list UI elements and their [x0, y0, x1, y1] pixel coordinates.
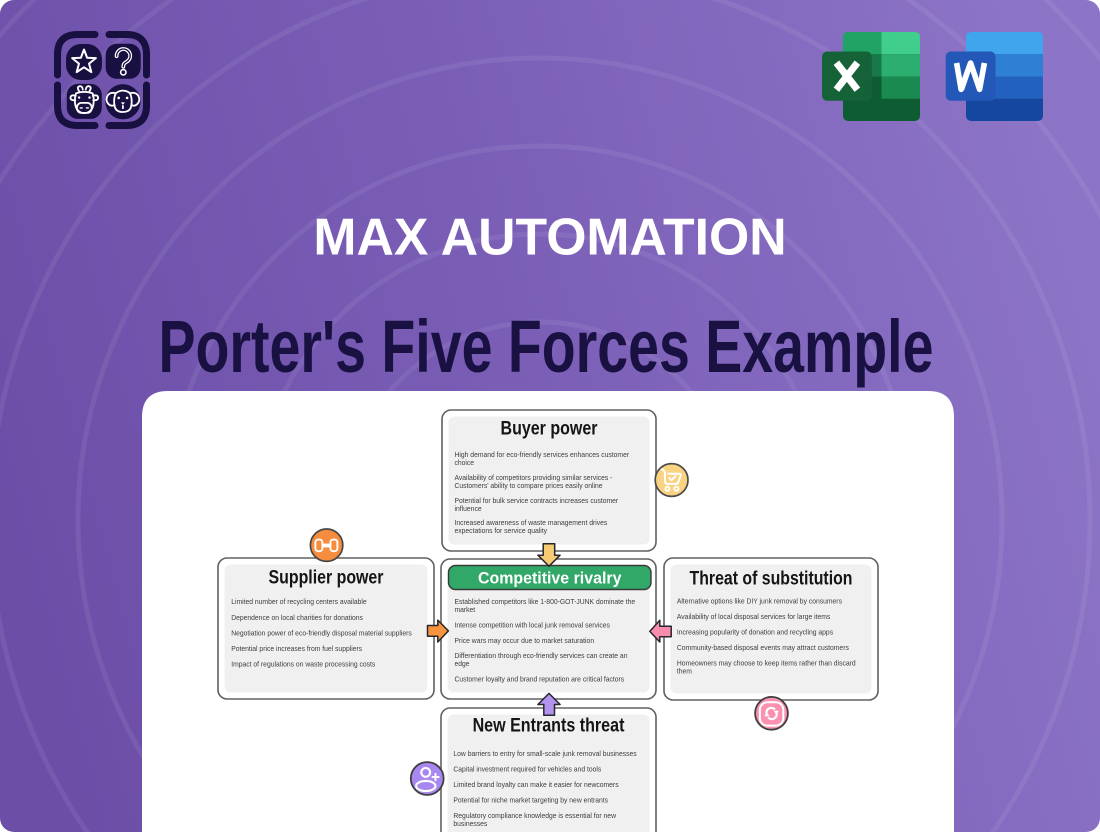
svg-text:MAX AUTOMATION: MAX AUTOMATION — [313, 207, 786, 265]
svg-text:Customer loyalty and brand rep: Customer loyalty and brand reputation ar… — [455, 676, 625, 683]
svg-text:Community-based disposal event: Community-based disposal events may attr… — [677, 645, 849, 652]
svg-text:Availability of local disposal: Availability of local disposal services … — [677, 614, 831, 621]
svg-text:Potential for niche market tar: Potential for niche market targeting by … — [453, 798, 608, 805]
svg-text:Differentiation through eco-fr: Differentiation through eco-friendly ser… — [455, 653, 628, 660]
svg-text:Limited brand loyalty can make: Limited brand loyalty can make it easier… — [453, 782, 619, 789]
svg-text:Homeowners may choose to keep: Homeowners may choose to keep items rath… — [677, 661, 856, 668]
svg-text:Limited number of recycling ce: Limited number of recycling centers avai… — [231, 599, 367, 606]
svg-text:influence: influence — [455, 506, 482, 513]
svg-text:Low barriers to entry for smal: Low barriers to entry for small-scale ju… — [453, 751, 637, 758]
svg-text:Capital investment required fo: Capital investment required for vehicles… — [453, 767, 601, 774]
svg-text:Intense competition with local: Intense competition with local junk remo… — [455, 622, 611, 629]
svg-text:Porter's Five Forces Example: Porter's Five Forces Example — [159, 305, 934, 388]
svg-text:Alternative options like DIY j: Alternative options like DIY junk remova… — [677, 598, 843, 605]
svg-text:Increased awareness of waste m: Increased awareness of waste management … — [455, 520, 608, 527]
svg-text:them: them — [677, 669, 692, 676]
svg-text:Potential price increases from: Potential price increases from fuel supp… — [231, 646, 362, 653]
svg-text:market: market — [455, 607, 476, 614]
svg-text:Buyer power: Buyer power — [501, 417, 598, 439]
svg-text:Increasing popularity of donat: Increasing popularity of donation and re… — [677, 629, 834, 636]
svg-text:Established competitors like 1: Established competitors like 1-800-GOT-J… — [455, 599, 636, 606]
svg-text:Negotiation power of eco-frien: Negotiation power of eco-friendly dispos… — [231, 630, 412, 637]
svg-text:Customers' ability to compare: Customers' ability to compare prices eas… — [455, 483, 603, 490]
svg-text:Price wars may occur due to ma: Price wars may occur due to market satur… — [455, 638, 595, 645]
svg-text:Supplier power: Supplier power — [269, 566, 384, 588]
svg-text:Dependence on local charities: Dependence on local charities for donati… — [231, 615, 363, 622]
svg-text:Potential for bulk service con: Potential for bulk service contracts inc… — [455, 498, 619, 505]
svg-text:Impact of regulations on waste: Impact of regulations on waste processin… — [231, 662, 376, 669]
svg-text:choice: choice — [455, 460, 475, 467]
svg-text:Availability of competitors pr: Availability of competitors providing si… — [455, 475, 613, 482]
svg-text:businesses: businesses — [453, 821, 487, 828]
svg-text:Threat of substitution: Threat of substitution — [690, 567, 853, 589]
svg-text:expectations for service quali: expectations for service quality — [455, 528, 548, 535]
svg-text:High demand for eco-friendly s: High demand for eco-friendly services en… — [455, 452, 630, 459]
svg-text:Competitive rivalry: Competitive rivalry — [478, 569, 622, 588]
svg-text:New Entrants threat: New Entrants threat — [473, 714, 625, 736]
svg-text:edge: edge — [455, 661, 470, 668]
svg-text:Regulatory compliance knowledg: Regulatory compliance knowledge is essen… — [453, 813, 616, 820]
